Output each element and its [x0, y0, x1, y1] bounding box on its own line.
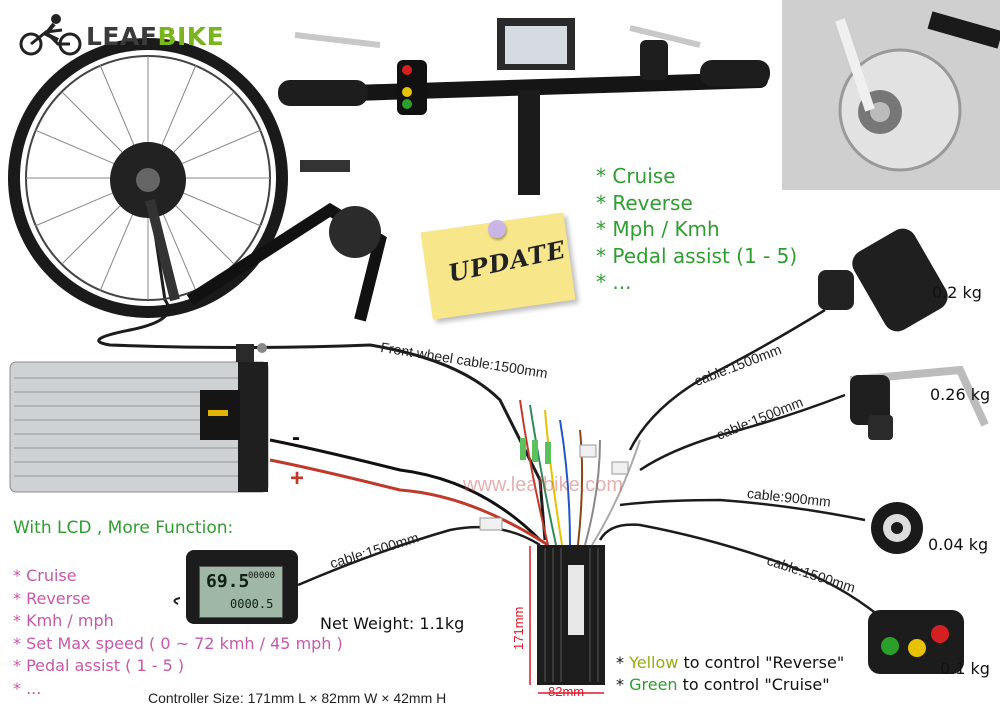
lcd-section-title: With LCD , More Function: — [13, 518, 234, 538]
brand-logo[interactable]: LEAFBIKE — [86, 22, 224, 51]
battery-negative-wire — [269, 438, 542, 542]
battery-positive-wire — [269, 458, 549, 547]
lcd-feature-item: * Kmh / mph — [13, 611, 114, 630]
switch-weight: 0.1 kg — [940, 659, 990, 678]
feature-item: * Pedal assist (1 - 5) — [596, 243, 798, 268]
brand-name-part1: LEAF — [86, 22, 158, 51]
brake-weight: 0.26 kg — [930, 385, 991, 404]
green-word: Green — [629, 675, 678, 694]
controller-size: Controller Size: 171mm L × 82mm W × 42mm… — [148, 690, 447, 706]
lcd-cable — [297, 525, 541, 587]
battery — [9, 343, 269, 493]
pas-weight: 0.04 kg — [928, 535, 989, 554]
lcd-feature-item: * ... — [13, 678, 42, 698]
controller — [537, 545, 605, 685]
net-weight: Net Weight: 1.1kg — [320, 614, 465, 633]
lcd-display: 69.5 00000 0000.5 — [186, 550, 298, 624]
lcd-feature-item: * Cruise — [13, 566, 77, 585]
feature-item: * Cruise — [596, 164, 676, 188]
connector — [520, 438, 526, 460]
lcd-feature-item: * Reverse — [13, 588, 91, 608]
wire-bundle — [519, 399, 549, 546]
controller-width-label: 82mm — [548, 684, 585, 699]
watermark: www.leafbike.com — [463, 474, 624, 496]
function-switch — [868, 610, 964, 674]
lcd-speed: 69.5 — [206, 571, 250, 592]
brake-cable — [639, 393, 846, 472]
lcd-odometer: 00000 — [248, 571, 276, 581]
update-note-label: UPDATE — [445, 234, 569, 288]
brake-lever — [849, 365, 989, 440]
lcd-feature-item: * Set Max speed ( 0 ~ 72 kmh / 45 mph ) — [13, 633, 343, 653]
handlebar-photo — [278, 18, 770, 195]
lcd-features-list: * Cruise * Reverse * Kmh / mph * Set Max… — [13, 565, 343, 700]
yellow-word: Yellow — [629, 653, 679, 672]
plus-sign: + — [290, 465, 305, 492]
throttle-weight: 0.2 kg — [932, 283, 982, 302]
switch-cable — [598, 523, 891, 626]
lcd-feature-item: * Pedal assist ( 1 - 5 ) — [13, 656, 185, 675]
push-pin-icon — [488, 220, 506, 238]
feature-item: * ... — [596, 270, 632, 294]
throttle-grip — [818, 228, 948, 332]
lcd-distance: 0000.5 — [230, 597, 274, 611]
green-note: * Green to control "Cruise" — [616, 675, 830, 694]
lcd-screen: 69.5 00000 0000.5 — [199, 566, 283, 618]
cyclist-logo-icon — [19, 14, 82, 56]
controller-notes: * Yellow to control "Reverse" * Green to… — [616, 652, 844, 696]
feature-item: * Reverse — [596, 190, 693, 215]
minus-sign: - — [292, 424, 300, 451]
pas-cable — [619, 498, 866, 522]
brand-name-part2: BIKE — [157, 22, 225, 51]
feature-item: * Mph / Kmh — [596, 217, 720, 241]
features-top-list: * Cruise * Reverse * Mph / Kmh * Pedal a… — [596, 163, 797, 296]
controller-height-label: 171mm — [511, 606, 526, 650]
yellow-note: * Yellow to control "Reverse" — [616, 653, 845, 672]
pas-sensor-photo — [782, 0, 1000, 190]
front-wheel-cable — [97, 199, 547, 541]
pas-ring — [871, 502, 923, 554]
rear-wheel-photo — [8, 38, 387, 322]
throttle-cable — [628, 308, 826, 451]
